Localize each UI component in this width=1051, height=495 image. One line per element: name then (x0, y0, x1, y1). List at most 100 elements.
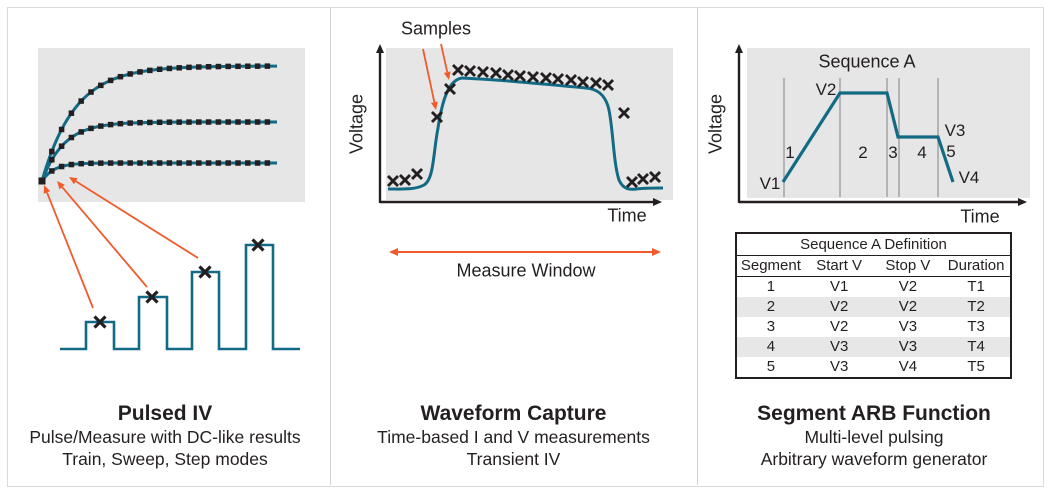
square-data-point (176, 160, 182, 166)
x-sample-marker (576, 75, 590, 89)
x-sample-marker (451, 63, 465, 77)
square-data-point (245, 119, 251, 125)
table-cell: T5 (967, 358, 985, 375)
panel-caption: Segment ARB Function Multi-level pulsing… (697, 402, 1051, 470)
y-axis-head (735, 44, 743, 53)
square-data-point (147, 160, 153, 166)
plot-background (747, 48, 1030, 198)
x-sample-marker (648, 170, 662, 184)
square-data-point (68, 161, 75, 168)
table-cell: V4 (898, 358, 918, 375)
square-data-point (88, 160, 94, 167)
x-sample-marker (398, 173, 412, 187)
table-cell: V2 (829, 318, 849, 335)
x-sample-marker (386, 174, 400, 188)
voltage-axis-label: Voltage (346, 93, 367, 155)
square-data-point (166, 119, 173, 125)
square-data-point (235, 119, 241, 125)
waveform-capture-chart (376, 43, 673, 256)
square-data-point (254, 63, 261, 69)
square-data-point (156, 160, 163, 166)
panel-subtitle: Train, Sweep, Step modes (62, 449, 268, 469)
voltage-waveform (387, 76, 664, 191)
square-data-point (98, 82, 104, 89)
samples-pointer-arrow-head (430, 101, 438, 110)
table-title: Sequence A Definition (736, 233, 1011, 256)
square-data-point (254, 119, 261, 125)
square-data-point (137, 69, 143, 75)
square-data-point (196, 64, 202, 70)
square-data-point (254, 160, 261, 166)
square-data-point (147, 67, 153, 74)
square-data-point (215, 160, 222, 166)
square-data-point (107, 160, 114, 166)
column-header: Start V (804, 255, 874, 277)
square-data-point (186, 119, 192, 125)
square-data-point (68, 110, 75, 116)
x-sample-marker (198, 265, 212, 279)
x-sample-marker (513, 69, 527, 83)
table-cell: V2 (898, 298, 918, 315)
table-cell: V1 (829, 278, 849, 295)
panel-subtitle: Time-based I and V measurements (377, 427, 650, 447)
x-sample-marker (93, 315, 107, 329)
x-sample-marker (526, 70, 540, 84)
x-sample-marker (410, 167, 424, 181)
pulse-train (60, 243, 300, 351)
value-label: 5 (946, 142, 955, 161)
square-data-point (235, 63, 241, 70)
square-data-point (166, 65, 173, 72)
x-sample-marker (617, 106, 631, 120)
pulse-to-curve-arrow (75, 180, 199, 259)
square-data-point (205, 63, 212, 70)
x-sample-marker (539, 71, 553, 85)
square-data-point (176, 119, 182, 125)
square-data-point (98, 123, 104, 129)
square-data-point (98, 160, 104, 166)
square-data-point (166, 160, 173, 166)
voltage-axis-label: Voltage (705, 93, 726, 155)
table-cell: V3 (829, 338, 849, 355)
x-sample-marker (501, 68, 515, 82)
table-cell: T3 (967, 318, 985, 335)
x-sample-marker (463, 64, 477, 78)
square-data-point (264, 160, 271, 166)
square-data-point (68, 134, 75, 141)
panel-divider (697, 8, 698, 485)
measure-window-label: Measure Window (456, 260, 596, 281)
value-label: V2 (816, 80, 837, 99)
square-data-point (245, 160, 251, 166)
samples-pointer-arrow (422, 48, 436, 103)
value-label: V3 (945, 121, 966, 140)
plot-background (38, 48, 305, 202)
square-data-point (117, 120, 124, 127)
square-data-point (127, 120, 133, 126)
samples-pointer-arrow-head (443, 71, 451, 80)
square-data-point (156, 119, 163, 126)
measure-window-arrow-head (652, 248, 661, 256)
x-axis-head (1018, 198, 1027, 206)
square-data-point (117, 160, 124, 166)
table-cell: T4 (967, 338, 985, 355)
measure-window-arrow-head (389, 248, 398, 256)
y-axis-head (376, 44, 384, 53)
table-cell: V2 (898, 278, 918, 295)
square-data-point (225, 119, 231, 125)
square-data-point (78, 129, 84, 135)
origin-data-point (38, 177, 46, 185)
square-data-point (196, 160, 202, 166)
square-data-point (127, 160, 133, 166)
pulse-to-curve-arrow-head (69, 177, 78, 185)
pulse-to-curve-arrow-head (57, 181, 65, 190)
square-data-point (58, 163, 65, 170)
table-cell: 3 (766, 318, 776, 335)
x-sample-marker (430, 110, 444, 124)
samples-label: Samples (400, 18, 472, 39)
column-header: Duration (942, 255, 1011, 277)
value-label: 4 (917, 143, 926, 162)
table-cell: V3 (898, 318, 918, 335)
x-axis-head (653, 198, 662, 206)
square-data-point (264, 119, 271, 125)
